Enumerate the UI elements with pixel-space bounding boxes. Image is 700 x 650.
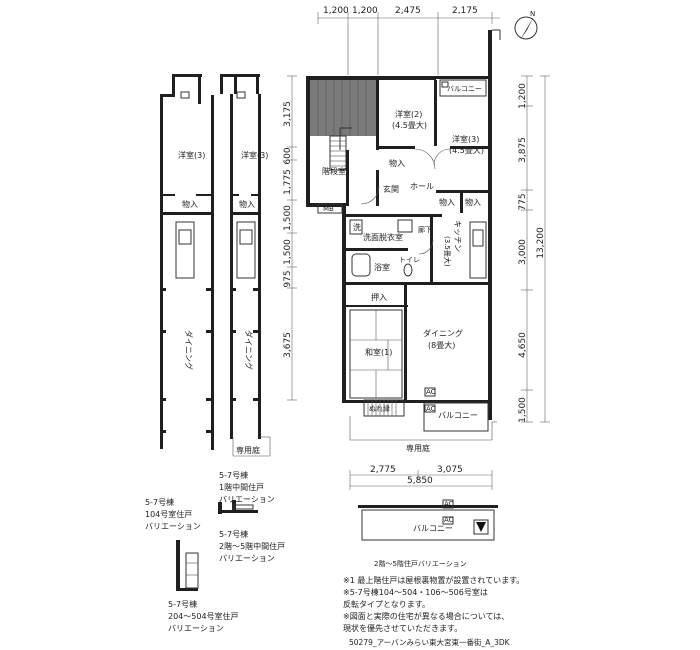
room-storage-1: 物入 (389, 158, 405, 168)
footer-filename: 50279_アーバンみらい東大宮東一番街_A_3DK (349, 638, 510, 647)
bottom-dimension-lines: 2,775 3,075 5,850 (349, 465, 493, 490)
dim-right-4: 3,000 (518, 239, 528, 265)
dim-bottom-2: 3,075 (437, 465, 463, 475)
right-dimension-lines: 1,200 3,875 775 3,000 4,650 1,500 13,200 (518, 75, 550, 423)
variation-104: 洋室(3) 物入 ダイニング (160, 74, 214, 450)
room-bath: 浴室 (374, 262, 390, 272)
dim-right-total: 13,200 (536, 227, 546, 259)
dim-right-1: 1,200 (518, 83, 528, 109)
dim-top-2: 1,200 (352, 6, 378, 16)
room-kitchen-size: (3.5畳大) (443, 236, 452, 267)
dim-right-2: 3,875 (518, 137, 528, 163)
v2-dining: ダイニング (244, 330, 254, 370)
room-western3-size: (4.5畳大) (449, 145, 484, 155)
ac-box (441, 81, 449, 88)
v3-caption: 5-7号棟 2階〜5階中間住戸 バリエーション (219, 530, 286, 563)
note-line-2: ※5-7号棟104〜504・106〜506号室は (343, 588, 488, 597)
v1-caption: 5-7号棟 104号室住戸 バリエーション (145, 498, 201, 531)
room-balcony-bottom: バルコニー (438, 411, 478, 420)
notes-block: ※1 最上階住戸は屋根裏物置が設置されています。 ※5-7号棟104〜504・1… (343, 575, 524, 635)
note-line-4: ※図面と実際の住宅が異なる場合については、 (343, 612, 510, 621)
v2-room: 洋室(3) (241, 150, 268, 160)
room-balcony-top: バルコニー (447, 85, 482, 93)
room-washitsu: 和室(1) (365, 347, 392, 357)
room-toilet: トイレ (399, 256, 420, 264)
v5-ac-2: AC (444, 516, 454, 524)
room-wash-mark: 洗 (353, 222, 361, 232)
top-dimension-line: 1,200 1,200 2,475 2,175 (317, 6, 500, 75)
v5-balcony: バルコニー (413, 524, 453, 533)
ac-label-1: AC (426, 388, 436, 396)
room-storage-3: 物入 (465, 197, 481, 207)
dim-left-3: 1,775 (283, 169, 293, 195)
ac-label-2: AC (426, 405, 436, 413)
v4-caption: 5-7号棟 204〜504号室住戸 バリエーション (168, 600, 239, 633)
note-line-3: 反転タイプとなります。 (343, 600, 430, 609)
v2-caption: 5-7号棟 1階中間住戸 バリエーション (219, 471, 275, 504)
bathtub (351, 253, 371, 277)
dim-left-6: 975 (283, 270, 293, 287)
room-hall: ホール (410, 182, 434, 191)
variation-2f-5f-middle (218, 500, 258, 514)
dim-right-5: 4,650 (518, 332, 528, 358)
v5-ac-1: AC (444, 500, 454, 508)
dim-top-1: 1,200 (323, 6, 349, 16)
room-western2-name: 洋室(2) (395, 109, 422, 119)
dim-left-1: 3,175 (283, 101, 293, 127)
room-entrance: 玄関 (383, 184, 399, 194)
v2-garden: 専用庭 (236, 445, 260, 455)
room-washroom: 洗面脱衣室 (363, 232, 403, 242)
room-stairwell: 階段室 (322, 166, 346, 176)
room-western3-name: 洋室(3) (452, 134, 479, 144)
tatami-mats (349, 309, 403, 399)
arrow-down-icon (476, 522, 486, 532)
v1-dining: ダイニング (184, 330, 194, 370)
note-line-1: ※1 最上階住戸は屋根裏物置が設置されています。 (343, 576, 525, 585)
main-floor-plan: 洋室(2) (4.5畳大) 洋室(3) (4.5畳大) バルコニー 物入 階段室… (306, 29, 501, 453)
dim-top-4: 2,175 (452, 6, 478, 16)
dim-right-6: 1,500 (518, 397, 528, 423)
room-private-garden: 専用庭 (406, 443, 430, 453)
dim-left-7: 3,675 (283, 332, 293, 358)
left-dimension-line: 3,175 600 1,775 1,500 1,500 975 3,675 (283, 75, 297, 401)
dim-left-4: 1,500 (283, 205, 293, 231)
dim-bottom-total: 5,850 (407, 476, 433, 486)
variation-2f-5f-balcony: バルコニー AC AC 2階〜5階住戸バリエーション (358, 499, 498, 568)
room-storage-2: 物入 (439, 197, 455, 207)
dim-right-3: 775 (518, 193, 528, 210)
room-dining-name: ダイニング (423, 328, 463, 338)
dim-top-3: 2,475 (395, 6, 421, 16)
dim-bottom-1: 2,775 (370, 465, 396, 475)
compass-icon: N (514, 10, 538, 40)
note-line-5: 現状を優先させていただきます。 (343, 624, 463, 633)
room-corridor: 廊下 (418, 225, 432, 234)
dim-left-5: 1,500 (283, 239, 293, 265)
variation-1f-middle: 洋室(3) 物入 ダイニング 専用庭 (220, 74, 271, 457)
stairwell-hatch (310, 80, 376, 136)
v5-caption: 2階〜5階住戸バリエーション (374, 559, 467, 568)
dim-left-2: 600 (283, 147, 293, 164)
toilet-fixture (403, 263, 413, 277)
variation-204-504 (176, 540, 199, 591)
kitchen-counter (469, 221, 487, 279)
wash-basin (349, 219, 363, 235)
compass-label: N (530, 10, 535, 18)
room-dining-size: (8畳大) (428, 340, 455, 350)
room-oshiire: 押入 (371, 292, 387, 302)
room-kitchen-name: キッチン (453, 220, 462, 252)
room-nureen: ぬれ縁 (369, 404, 390, 413)
room-mb: MB (323, 205, 334, 213)
room-western2-size: (4.5畳大) (392, 120, 427, 130)
v1-room: 洋室(3) (178, 150, 205, 160)
v1-storage: 物入 (182, 199, 198, 209)
v2-storage: 物入 (239, 199, 255, 209)
